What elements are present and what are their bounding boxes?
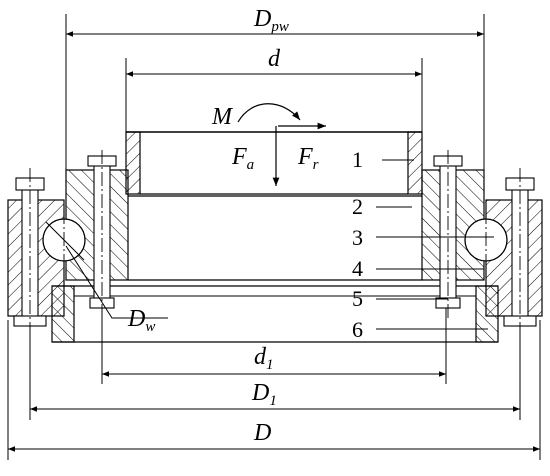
label-moment: M	[211, 104, 234, 130]
base-plate	[51, 285, 499, 343]
part-number-3: 3	[352, 225, 363, 250]
load-arrows	[237, 103, 326, 186]
leader-lines	[65, 159, 494, 330]
top-fixture	[125, 131, 423, 195]
dimension-labels: Dpw d d1 D1 D Dw	[127, 6, 289, 446]
part-number-6: 6	[352, 317, 363, 342]
label-radial-force: Fr	[297, 144, 319, 173]
label-Dpw: Dpw	[253, 6, 289, 35]
part-number-5: 5	[352, 286, 363, 311]
label-D: D	[253, 420, 271, 446]
center-lines	[29, 150, 521, 330]
part-number-1: 1	[352, 147, 363, 172]
part-number-4: 4	[352, 256, 363, 281]
moment-arrow	[237, 103, 301, 123]
label-axial-force: Fa	[231, 144, 254, 173]
label-d1: d1	[254, 344, 274, 373]
dimension-lines	[8, 31, 540, 452]
part-number-2: 2	[352, 194, 363, 219]
label-Dw: Dw	[127, 306, 155, 335]
part-numbers: 1 2 3 4 5 6	[352, 147, 363, 342]
label-D1: D1	[251, 380, 277, 409]
bolts	[13, 155, 537, 327]
label-d: d	[268, 46, 281, 72]
load-labels: M Fa Fr	[211, 104, 319, 173]
